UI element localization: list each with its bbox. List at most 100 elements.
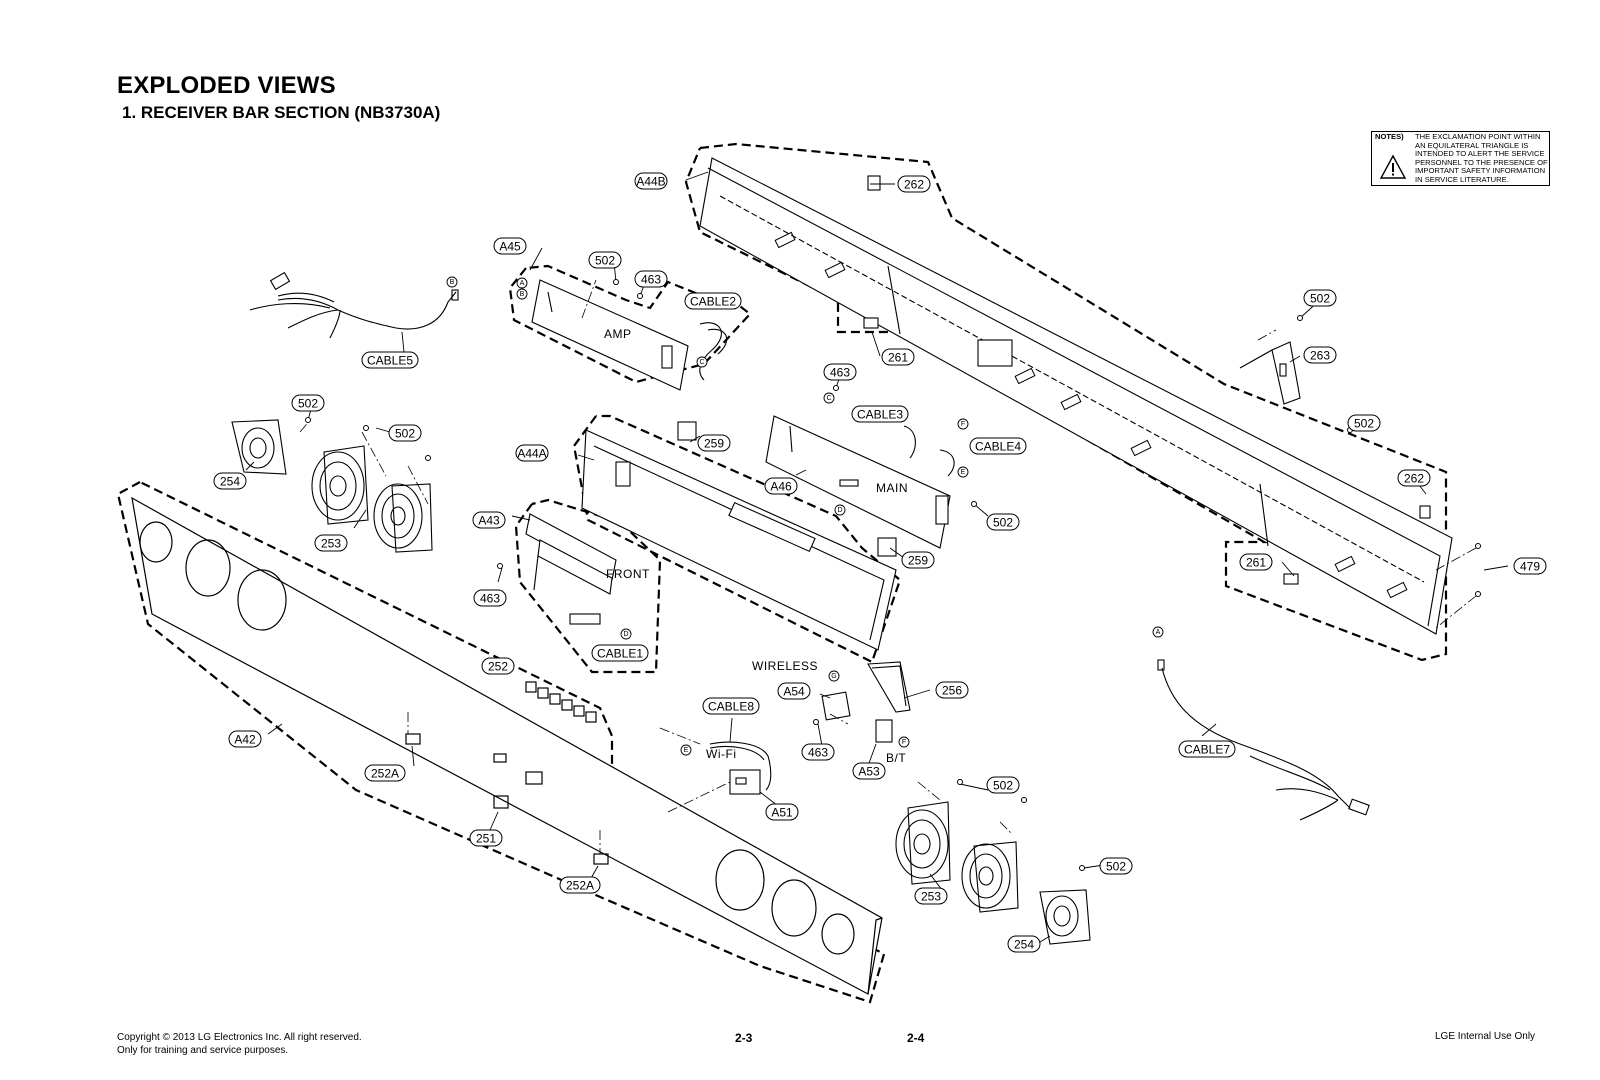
connector-circle xyxy=(516,288,528,300)
outline-front-bar xyxy=(116,481,886,1004)
connector-marker-f-wl: F xyxy=(898,736,910,748)
screws xyxy=(305,279,1481,871)
warning-triangle-icon xyxy=(1379,154,1407,179)
connector-letter: C xyxy=(699,359,704,366)
cable7 xyxy=(1157,659,1370,821)
part-number-label: A42 xyxy=(234,733,256,747)
part-bubble-p502-rt: 502 xyxy=(1303,289,1337,307)
connector-circle xyxy=(680,744,692,756)
connector-marker-d-front: D xyxy=(620,628,632,640)
connector-circle xyxy=(516,277,528,289)
part-number-label: 502 xyxy=(298,397,318,411)
connector-circle xyxy=(828,670,840,682)
part-number-label: A54 xyxy=(783,685,805,699)
connector-circle xyxy=(823,392,835,404)
right-speakers xyxy=(895,801,1091,945)
part-bubble-p259-bot: 259 xyxy=(901,551,935,569)
part-bubble-cable5: CABLE5 xyxy=(361,351,419,369)
part-number-label: A53 xyxy=(858,765,880,779)
connector-letter: G xyxy=(831,673,836,680)
text-amp: AMP xyxy=(604,327,632,341)
part-bubble-outline xyxy=(986,513,1020,531)
part-number-label: 502 xyxy=(595,254,615,268)
part-number-label: A45 xyxy=(499,240,521,254)
connector-circle xyxy=(1152,626,1164,638)
part-bubble-a51: A51 xyxy=(765,803,799,821)
part-bubble-outline xyxy=(881,348,915,366)
button-row-252 xyxy=(525,681,597,723)
part-bubble-p261-mid: 261 xyxy=(881,348,915,366)
part-bubble-p463-wl: 463 xyxy=(801,743,835,761)
part-bubble-p502-spk2: 502 xyxy=(388,424,422,442)
connector-marker-b-cable5: B xyxy=(446,276,458,288)
part-bubble-cable8: CABLE8 xyxy=(702,697,760,715)
part-bubble-outline xyxy=(559,876,601,894)
part-bubble-a42: A42 xyxy=(228,730,262,748)
part-bubble-cable3: CABLE3 xyxy=(851,405,909,423)
part-bubble-outline xyxy=(764,477,798,495)
part-bubble-p262-right: 262 xyxy=(1397,469,1431,487)
part-bubble-p252a-1: 252A xyxy=(364,764,406,782)
part-bubble-outline xyxy=(314,534,348,552)
part-bubble-p502-main: 502 xyxy=(986,513,1020,531)
connector-letter: E xyxy=(684,747,689,754)
part-bubble-outline xyxy=(291,394,325,412)
connector-letter: B xyxy=(450,279,455,286)
part-bubble-outline xyxy=(914,887,948,905)
part-bubble-outline xyxy=(361,351,419,369)
part-number-label: 263 xyxy=(1310,349,1330,363)
connector-letter: A xyxy=(520,280,525,287)
part-number-label: 256 xyxy=(942,684,962,698)
part-bubble-p463-front: 463 xyxy=(473,589,507,607)
part-number-label: 254 xyxy=(1014,938,1034,952)
connector-marker-a-cable7: A xyxy=(1152,626,1164,638)
outline-front-board xyxy=(514,498,662,674)
bracket-263 xyxy=(1239,341,1301,405)
part-bubble-p479: 479 xyxy=(1513,557,1547,575)
part-bubble-outline xyxy=(1397,469,1431,487)
part-bubble-outline xyxy=(473,589,507,607)
part-bubble-p253-right: 253 xyxy=(914,887,948,905)
connector-marker-f-main: F xyxy=(957,418,969,430)
part-bubble-outline xyxy=(1178,740,1236,758)
part-bubble-outline xyxy=(472,511,506,529)
text-wifi: Wi-Fi xyxy=(706,747,736,761)
part-number-label: CABLE8 xyxy=(708,700,754,714)
notes-label: NOTES) xyxy=(1375,132,1404,141)
connector-letter: E xyxy=(961,469,966,476)
text-wireless: WIRELESS xyxy=(752,659,818,673)
part-bubble-outline xyxy=(1099,857,1133,875)
part-bubble-outline xyxy=(684,292,742,310)
part-number-label: 252 xyxy=(488,660,508,674)
part-bubble-a54: A54 xyxy=(777,682,811,700)
part-bubble-outline xyxy=(515,444,549,462)
part-bubble-outline xyxy=(777,682,811,700)
part-number-label: 253 xyxy=(321,537,341,551)
footer-copyright: Copyright © 2013 LG Electronics Inc. All… xyxy=(117,1031,362,1057)
part-number-label: 502 xyxy=(993,516,1013,530)
connector-circle xyxy=(957,466,969,478)
part-number-label: 463 xyxy=(808,746,828,760)
part-bubble-outline xyxy=(213,472,247,490)
part-bubble-outline xyxy=(1347,414,1381,432)
part-bubble-outline xyxy=(823,363,857,381)
connector-letter: C xyxy=(826,395,831,402)
connector-letter: F xyxy=(961,421,965,428)
part-bubble-cable7: CABLE7 xyxy=(1178,740,1236,758)
alignment-lines xyxy=(299,279,1477,854)
part-bubble-p502-spk1: 502 xyxy=(291,394,325,412)
page-number-right: 2-4 xyxy=(907,1031,925,1045)
part-number-label: 463 xyxy=(480,592,500,606)
connector-letter: A xyxy=(1156,629,1161,636)
part-number-label: 502 xyxy=(1106,860,1126,874)
cable5 xyxy=(249,271,459,339)
part-number-label: 261 xyxy=(888,351,908,365)
page-title: EXPLODED VIEWS xyxy=(117,72,336,99)
connector-circle xyxy=(957,418,969,430)
part-bubble-p252: 252 xyxy=(481,657,515,675)
copyright-line1: Copyright © 2013 LG Electronics Inc. All… xyxy=(117,1032,362,1043)
part-bubble-p252a-2: 252A xyxy=(559,876,601,894)
part-bubble-p463-amp: 463 xyxy=(634,270,668,288)
part-number-label: 253 xyxy=(921,890,941,904)
